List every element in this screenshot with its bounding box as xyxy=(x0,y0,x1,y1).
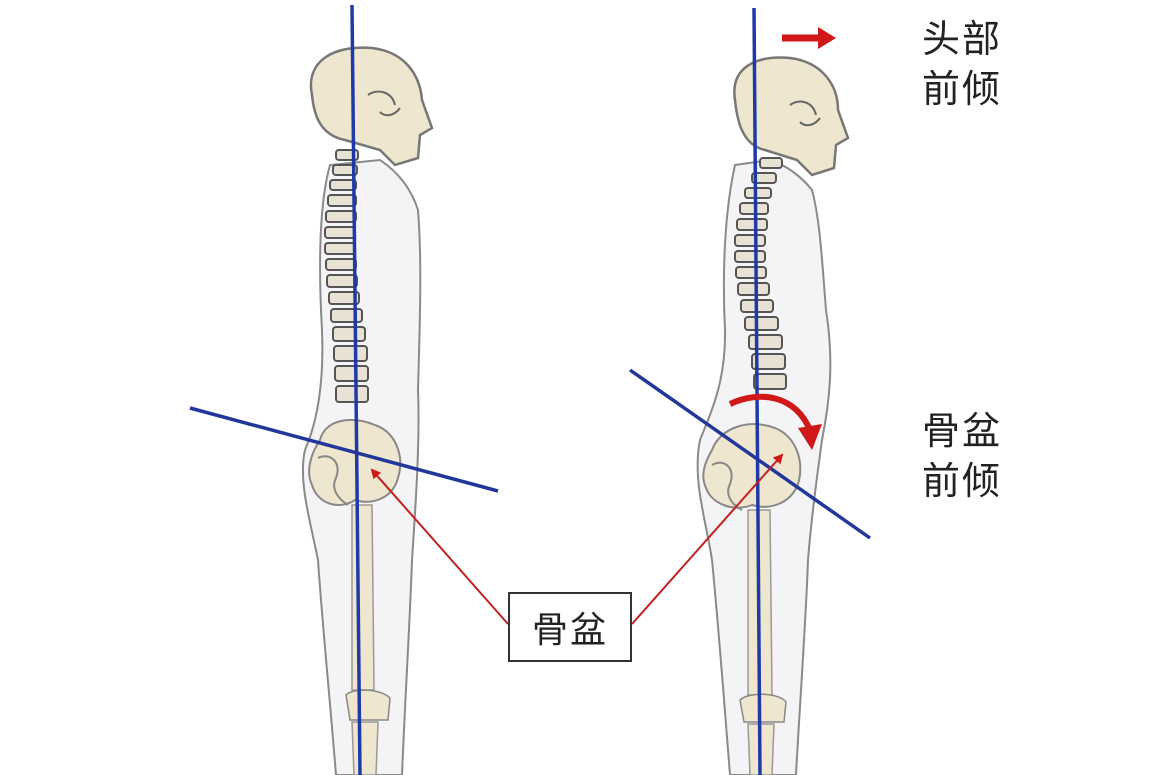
normal-pelvis-line xyxy=(189,406,499,493)
pelvic-tilt-label: 骨盆 前倾 xyxy=(922,406,1002,506)
normal-plumb-line xyxy=(350,4,362,775)
pointer-line-right xyxy=(631,453,784,625)
normal-skeleton-figure xyxy=(301,46,434,775)
tilted-skeleton-figure xyxy=(696,56,850,775)
head-forward-label: 头部 前倾 xyxy=(922,14,1002,114)
pointer-line-left xyxy=(370,468,509,625)
head-forward-arrow-icon xyxy=(782,27,836,49)
tilted-plumb-line xyxy=(752,7,762,775)
pelvis-callout-box: 骨盆 xyxy=(508,592,632,662)
pelvic-tilt-label-line2: 前倾 xyxy=(922,459,1003,503)
pelvis-rotation-arrow-icon xyxy=(728,393,822,450)
pelvic-tilt-label-line1: 骨盆 xyxy=(922,409,1003,453)
head-forward-label-line1: 头部 xyxy=(922,17,1003,61)
tilted-pelvis-line xyxy=(628,368,872,540)
head-forward-label-line2: 前倾 xyxy=(922,67,1003,111)
